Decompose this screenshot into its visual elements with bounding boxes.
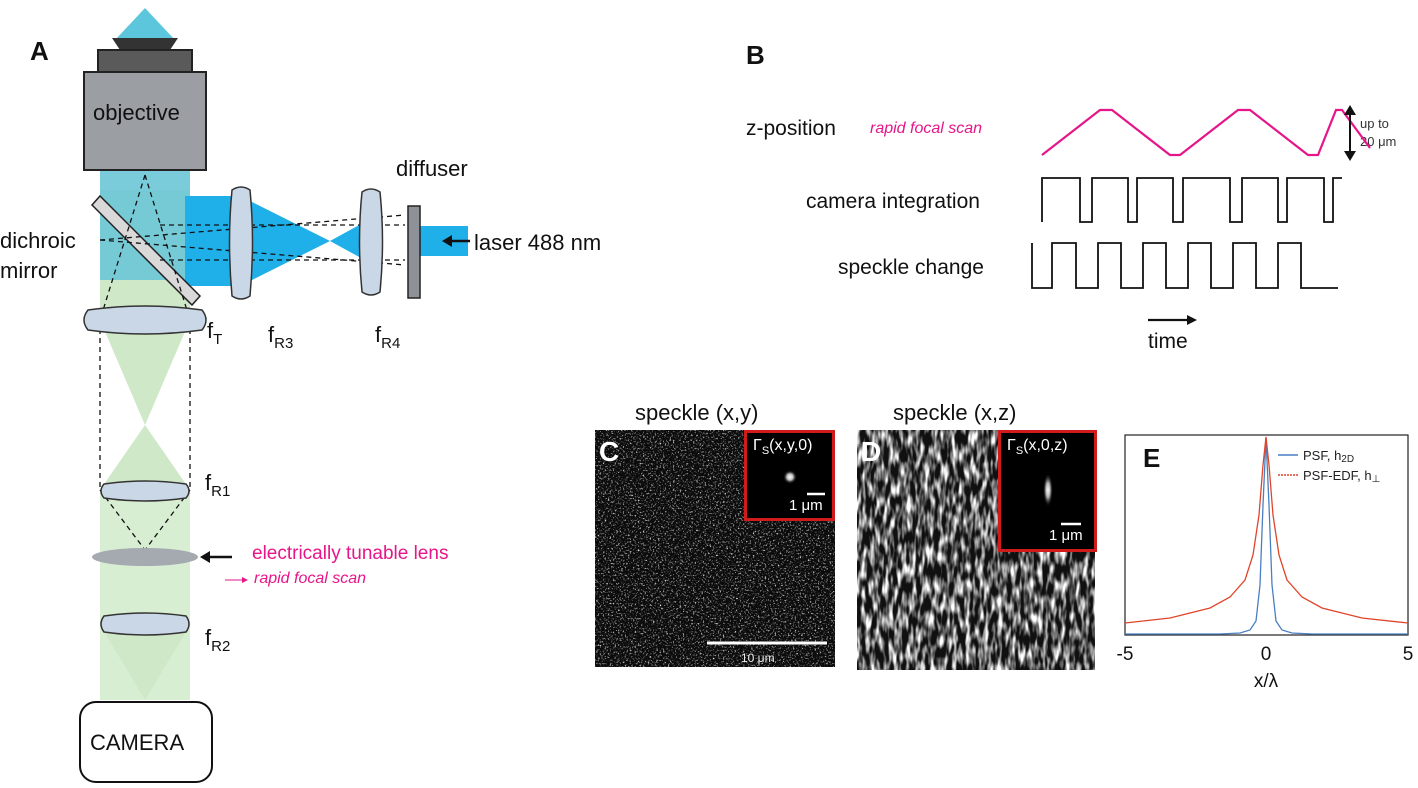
lens-fR4 [358,188,384,296]
legend-psf: PSF, h2D [1303,448,1354,465]
objective-collar [97,49,193,73]
objective-tip [112,38,178,50]
emission-cone-1 [100,320,190,425]
diffuser-plate [407,205,421,299]
speckle-xy-title: speckle (x,y) [635,400,759,425]
lens-fr4-label: fR4 [375,322,401,352]
speckle-change-trace [1031,242,1338,289]
inset-c-title: ΓS(x,y,0) [753,437,813,457]
ray-lines [99,174,406,551]
lens-fr1-label: fR1 [205,470,231,500]
z-position-trace [1041,108,1371,157]
speckle-change-label: speckle change [838,256,984,279]
legend: PSF, h2D PSF-EDF, h⊥ [1278,448,1380,485]
up-to-label: up to [1360,116,1389,131]
tick-0: 0 [1261,644,1272,665]
dichroic-label: dichroic [0,228,76,253]
camera-label: CAMERA [90,730,185,755]
speckle-xz-title: speckle (x,z) [893,400,1017,425]
edf-curve [1124,436,1409,624]
speckle-xy-inset: ΓS(x,y,0) 1 μm [744,430,835,521]
inset-d-spot [1043,473,1081,526]
tick-5: 5 [1403,644,1414,665]
psf-plot: E PSF, h2D PSF-EDF, h⊥ -5 0 5 x/λ [1117,434,1414,692]
lens-fr2-label: fR2 [205,625,231,655]
objective-body [83,71,207,171]
etl-label: electrically tunable lens [252,543,449,564]
camera-integration-trace [1041,177,1342,223]
legend-edf: PSF-EDF, h⊥ [1303,468,1380,485]
objective-label: objective [93,100,180,125]
panel-b-letter: B [746,40,765,70]
plot-frame [1124,434,1409,636]
panel-e-letter: E [1143,443,1160,473]
lens-ft-label: fT [207,318,223,348]
panel-d-letter: D [861,436,882,467]
timing-diagram [1031,105,1371,325]
panel-c-letter: C [599,436,620,467]
time-arrow [1148,315,1197,325]
inset-c-scale: 1 μm [789,497,823,514]
inset-c-spot [783,470,825,496]
lens-fR2 [100,612,190,636]
panel-a-letter: A [30,36,49,66]
excitation-cone-top [115,8,175,40]
lens-fr3-label: fR3 [268,322,294,352]
rapid-focal-scan-label: rapid focal scan [870,120,983,137]
mirror-label: mirror [0,258,58,283]
camera-integration-label: camera integration [806,190,980,213]
laser-label: laser 488 nm [474,230,602,255]
time-label: time [1148,330,1188,353]
emission-cone-2 [100,425,190,490]
lens-fR3 [228,186,254,300]
lens-fR1 [100,480,190,502]
x-axis-label: x/λ [1254,671,1279,692]
range-arrow [1344,105,1356,161]
optical-path-diagram [79,8,470,783]
camera-box [79,701,213,783]
laser-arrow [442,235,470,247]
etl-arrow [200,551,232,563]
z-position-label: z-position [746,117,836,140]
diffuser-label: diffuser [396,156,468,181]
scan-arrow [225,577,248,583]
inset-d-title: ΓS(x,0,z) [1007,437,1068,457]
tick-neg5: -5 [1117,644,1134,665]
tunable-lens [92,548,198,566]
excitation-focus-left [240,196,330,286]
lens-fT [83,305,207,335]
inset-d-scale: 1 μm [1049,527,1083,544]
etl-scan-label: rapid focal scan [254,570,367,587]
scale-10um-label: 10 μm [741,651,775,665]
emission-cone-3 [100,625,190,700]
dichroic-mirror [90,194,202,307]
speckle-xz-inset: ΓS(x,0,z) 1 μm [998,430,1097,552]
